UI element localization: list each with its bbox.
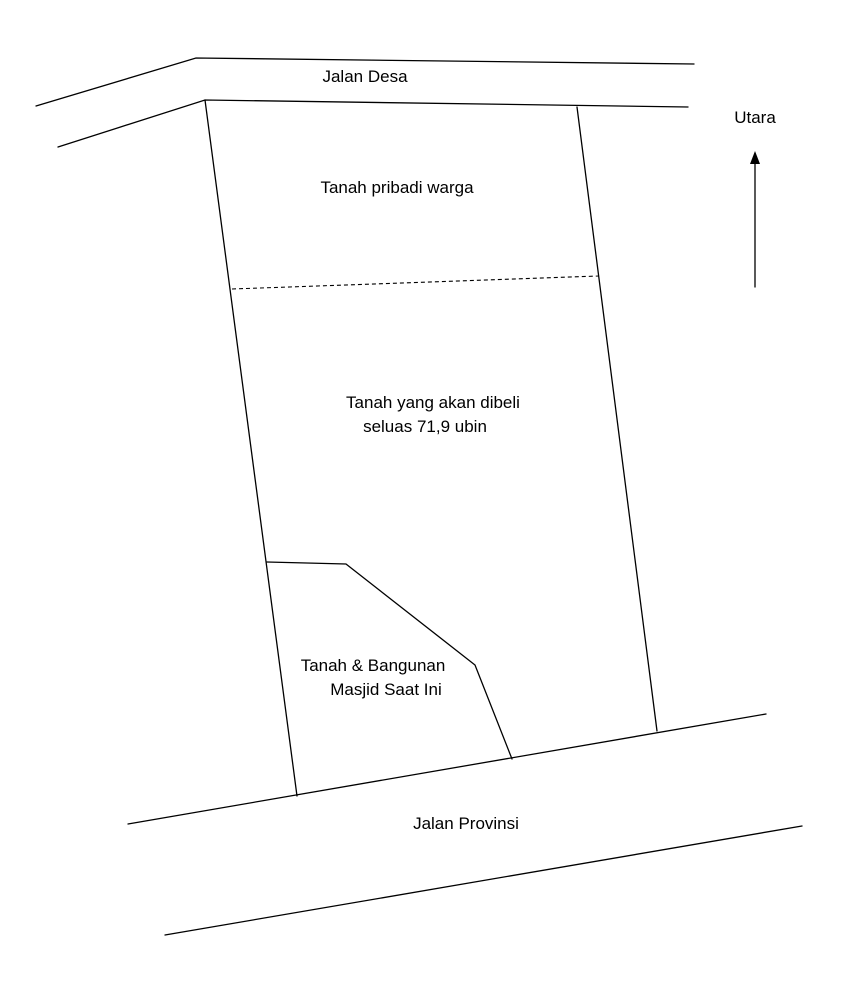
- west-boundary: [204, 99, 298, 797]
- jalan-desa-road: Jalan Desa: [35, 57, 695, 148]
- parcel-boundaries: [204, 99, 658, 797]
- jalan-desa-south-edge: [57, 99, 689, 148]
- private-land-label: Tanah pribadi warga: [320, 178, 474, 197]
- jalan-desa-north-edge: [35, 57, 695, 107]
- east-boundary: [576, 106, 658, 732]
- mosque-boundary: [266, 561, 513, 760]
- jalan-provinsi-north-edge: [127, 713, 767, 825]
- jalan-provinsi-south-edge: [164, 825, 803, 936]
- compass-label: Utara: [734, 108, 776, 127]
- north-arrow-icon: [750, 151, 760, 164]
- land-to-buy-label-line1: Tanah yang akan dibeli: [346, 393, 520, 412]
- parcel-labels: Tanah pribadi warga Tanah yang akan dibe…: [301, 178, 520, 699]
- jalan-provinsi-road: Jalan Provinsi: [127, 713, 803, 936]
- mosque-label-line2: Masjid Saat Ini: [330, 680, 442, 699]
- mosque-label-line1: Tanah & Bangunan: [301, 656, 446, 675]
- compass: Utara: [734, 108, 776, 288]
- private-land-divider: [231, 275, 600, 290]
- jalan-provinsi-label: Jalan Provinsi: [413, 814, 519, 833]
- land-to-buy-label-line2: seluas 71,9 ubin: [363, 417, 487, 436]
- jalan-desa-label: Jalan Desa: [322, 67, 408, 86]
